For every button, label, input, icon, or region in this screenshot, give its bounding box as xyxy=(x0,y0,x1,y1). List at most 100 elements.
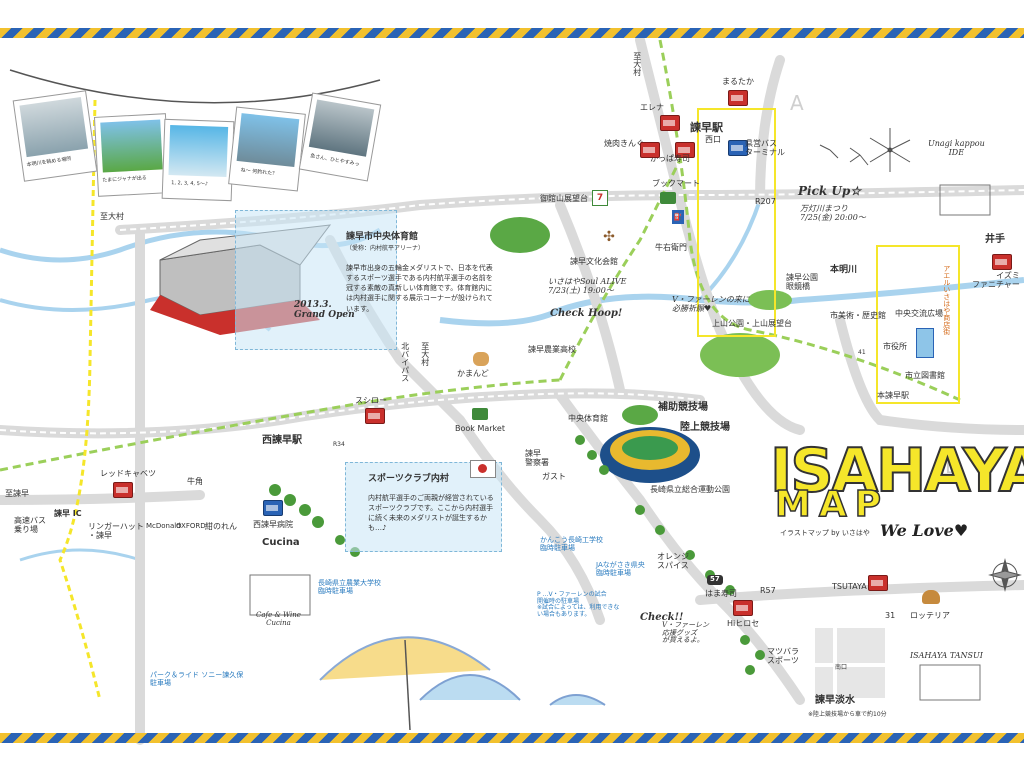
label-kamiyama: 上山公園・上山展望台 xyxy=(712,319,792,328)
label-lotteria: ロッテリア xyxy=(910,611,950,620)
sports-club-info-box: スポーツクラブ内村 内村航平選手のご両親が経営されているスポーツクラブです。ここ… xyxy=(345,462,502,552)
label-gyukaku: 牛角 xyxy=(187,477,203,486)
label-agri-univ: 長崎県立農業大学校 臨時駐車場 xyxy=(318,579,381,595)
photo-1: 本明川を眺める場所 xyxy=(12,90,98,182)
photo-1-caption: 本明川を眺める場所 xyxy=(26,155,72,169)
photo-3-caption: 1, 2, 3, 4, 5～♪ xyxy=(171,180,209,188)
label-west-exit: 西口 xyxy=(705,135,721,144)
label-museum: 市美術・歴史館 xyxy=(830,311,886,320)
title-subtitle: イラストマップ by いさはや xyxy=(780,529,870,537)
label-isahaya-tansui: 諫早淡水 xyxy=(815,695,855,706)
sports-club-description: 内村航平選手のご両親が経営されているスポーツクラブです。ここから内村選手に続く未… xyxy=(368,494,494,533)
label-matsubara: マツバラ スポーツ xyxy=(767,647,799,665)
label-sogo: 長崎県立総合運動公園 xyxy=(650,485,730,494)
label-police: 諫早 警察署 xyxy=(525,449,549,467)
bread-icon xyxy=(473,352,489,366)
umbrella-1 xyxy=(319,636,491,681)
compass xyxy=(988,558,1022,592)
hill-goten xyxy=(490,217,550,253)
station-area-box xyxy=(697,108,776,337)
pin-red-cabbage[interactable] xyxy=(113,482,133,498)
pin-tsutaya[interactable] xyxy=(868,575,888,591)
road-label-r34: R34 xyxy=(333,441,345,448)
label-honmyogawa: 本明川 xyxy=(830,265,858,275)
pin-kappa[interactable] xyxy=(675,142,695,158)
label-library: 市立図書館 xyxy=(905,371,945,380)
label-cucina: Cucina xyxy=(262,537,300,548)
tansui-sketch xyxy=(919,664,981,701)
gymnasium-info-box: 諫早市中央体育館 （愛称：内村航平アリーナ） 諫早市出身の五輪金メダリストで、日… xyxy=(235,210,493,350)
road-label-to-omura-left: 至大村 xyxy=(100,212,124,221)
label-orange: オレンジ スパイス xyxy=(657,552,689,570)
clothesline xyxy=(9,69,381,104)
label-book-market: Book Market xyxy=(455,424,505,433)
pin-elena[interactable] xyxy=(660,115,680,131)
label-unagi: Unagi kappou IDE xyxy=(928,139,985,157)
label-agri-school: 諫早農業高校 xyxy=(528,345,576,354)
gymnasium-title: 諫早市中央体育館 xyxy=(346,232,419,242)
photo-3: 1, 2, 3, 4, 5～♪ xyxy=(161,118,235,202)
sub-field xyxy=(622,405,658,425)
label-park: 諫早公園 眼鏡橋 xyxy=(786,273,818,291)
railway xyxy=(658,39,961,402)
label-tansui-note: ※陸上競技場から車で約10分 xyxy=(808,711,887,718)
pin-bus-terminal[interactable] xyxy=(728,140,748,156)
label-gyukado: 牛右衛門 xyxy=(655,243,687,252)
label-oxford: OXFORD xyxy=(176,522,206,530)
honmyo-area-box xyxy=(876,245,960,404)
road-label-to-omura-kita: 至大村 xyxy=(420,342,430,366)
japan-flag xyxy=(470,460,496,478)
label-tsutaya: TSUTAYA xyxy=(832,582,867,591)
river xyxy=(19,548,141,562)
label-honmyo-station: 本諫早駅 xyxy=(877,391,909,400)
photo-3-image xyxy=(168,125,229,178)
label-sushiro: スシロー xyxy=(355,396,387,405)
road-label-41: 41 xyxy=(858,349,866,356)
label-bus-terminal: 県営バス ターミナル xyxy=(745,139,785,157)
label-goten: 御館山展望台 xyxy=(540,194,588,203)
label-kanko: かんこう長崎工学校 臨時駐車場 xyxy=(540,536,603,552)
umbrella-3 xyxy=(549,694,606,706)
gymnasium-description: 諫早市出身の五輪金メダリストで、日本を代表するスポーツ選手である内村航平選手の名… xyxy=(346,264,493,313)
label-soul-alive: いさはやSoul ALIVE 7/23(土) 19:00～ xyxy=(548,277,627,295)
book-icon xyxy=(660,192,676,204)
pin-marutaka[interactable] xyxy=(728,90,748,106)
pin-yakiniku[interactable] xyxy=(640,142,660,158)
photo-4: ね～ 何釣れた？ xyxy=(228,106,306,192)
label-pickup: Pick Up☆ xyxy=(798,184,861,198)
grand-open: 2013.3. Grand Open xyxy=(294,300,355,320)
photo-2: たまにジャナが出る xyxy=(93,113,171,197)
label-hojo: 補助競技場 xyxy=(658,402,708,413)
label-gusto: ガスト xyxy=(542,472,566,481)
fireworks xyxy=(819,128,911,172)
pin-hihiro[interactable] xyxy=(733,600,753,616)
label-park-ride: パーク＆ライド ソニー諫久保 駐車場 xyxy=(150,671,244,687)
park-green xyxy=(748,290,792,310)
pin-izumi[interactable] xyxy=(992,254,1012,270)
book-market-icon xyxy=(472,408,488,420)
area-a: A xyxy=(790,91,804,115)
road-label-kita-bypass: 北バイパス xyxy=(400,342,410,382)
photo-5: 急さん、ひとやすみっ xyxy=(298,92,382,182)
title-map: MAP xyxy=(774,484,890,525)
road-label-31: 31 xyxy=(885,611,896,620)
label-isahaya-tansui-en: ISAHAYA TANSUI xyxy=(910,651,983,660)
route-57-marker: 57 xyxy=(707,575,723,585)
label-chuo-plaza: 中央交流広場 xyxy=(895,309,943,318)
label-noren: 紺のれん xyxy=(205,522,237,531)
bottom-border xyxy=(0,733,1024,743)
pin-west-hospital[interactable] xyxy=(263,500,283,516)
label-elena: エレナ xyxy=(640,103,664,112)
sports-club-title: スポーツクラブ内村 xyxy=(368,474,449,484)
area-b: B xyxy=(945,454,959,478)
label-yakiniku: 焼肉きんぐ xyxy=(604,139,644,148)
label-check-hoop: Check Hoop! xyxy=(550,308,623,319)
pin-sushiro[interactable] xyxy=(365,408,385,424)
label-ja: JAながさき県央 臨時駐車場 xyxy=(596,561,645,577)
flag-circle xyxy=(478,464,487,473)
photo-2-image xyxy=(100,119,163,173)
gymnasium-subtitle: （愛称：内村航平アリーナ） xyxy=(346,245,425,252)
cucina-sketch xyxy=(249,574,311,616)
gas-station-icon: ⛽ xyxy=(672,210,684,224)
label-isahaya-ic: 諫早 IC xyxy=(54,509,82,518)
